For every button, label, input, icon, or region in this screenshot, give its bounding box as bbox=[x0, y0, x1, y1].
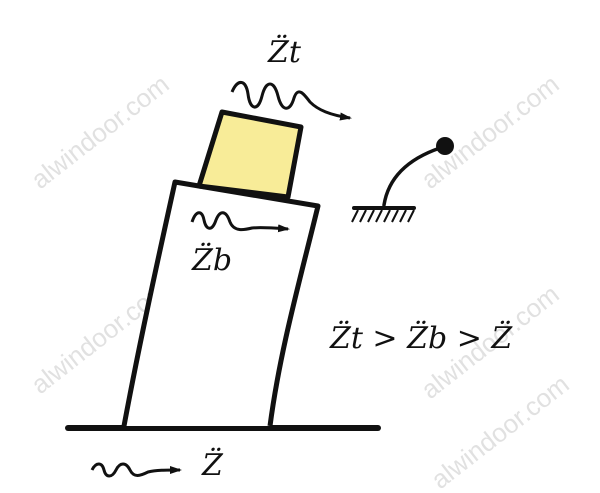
pendulum-base-hatch bbox=[351, 209, 415, 223]
ground-wavy-arrow-icon bbox=[90, 462, 182, 478]
acceleration-inequality-label: Z̈t > Z̈b > Z̈ bbox=[329, 321, 513, 356]
watermark-text: alwindoor.com bbox=[25, 69, 174, 195]
building-frame bbox=[121, 179, 321, 427]
watermark-text: alwindoor.com bbox=[415, 69, 564, 195]
base-acceleration-label: Z̈b bbox=[191, 243, 232, 278]
top-wavy-arrow-icon bbox=[230, 81, 352, 121]
pendulum-mass bbox=[436, 137, 454, 155]
top-acceleration-label: Z̈t bbox=[267, 35, 302, 70]
top-block bbox=[196, 109, 304, 200]
pendulum-rod bbox=[382, 146, 442, 207]
pendulum-icon bbox=[351, 137, 454, 223]
ground-acceleration-label: Z̈ bbox=[201, 448, 224, 483]
base-wavy-arrow-icon bbox=[190, 211, 290, 233]
